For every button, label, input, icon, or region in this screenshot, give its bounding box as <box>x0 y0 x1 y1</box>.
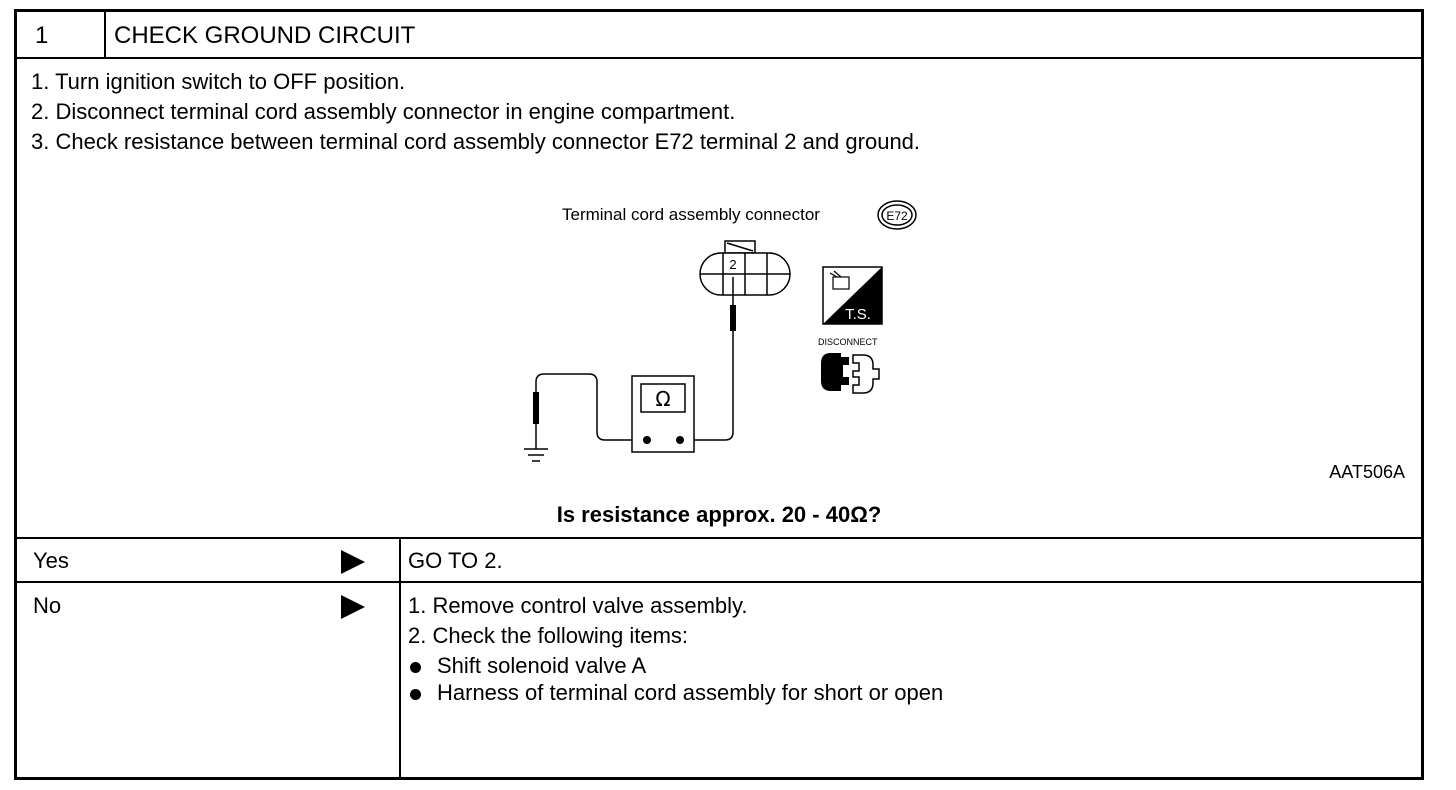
probe-ground <box>533 373 647 449</box>
answer-column-divider <box>399 537 401 780</box>
connector-id-badge-outer <box>877 200 917 230</box>
connector-label: Terminal cord assembly connector <box>562 205 820 224</box>
bullet-icon <box>410 689 421 700</box>
disconnect-label: DISCONNECT <box>818 337 878 347</box>
answer-yes-text: GO TO 2. <box>408 548 503 573</box>
probe-connector <box>687 277 736 441</box>
answer-no-line-1: 1. Remove control valve assembly. <box>408 593 748 618</box>
disconnect-icon <box>821 353 880 394</box>
header-divider <box>104 12 106 57</box>
connector-id-badge-inner <box>881 204 913 226</box>
ground-icon <box>524 448 548 462</box>
answer-no-label: No <box>33 593 62 618</box>
question: Is resistance approx. 20 - 40Ω? <box>556 502 882 527</box>
step-number: 1 <box>35 22 49 49</box>
instruction-3: 3. Check resistance between terminal cor… <box>31 129 921 154</box>
yes-no-separator <box>17 581 1421 583</box>
answer-yes-label: Yes <box>33 548 69 573</box>
terminal-number: 2 <box>729 257 736 272</box>
bullet-icon <box>410 662 421 673</box>
step-title: CHECK GROUND CIRCUIT <box>114 22 416 49</box>
instruction-2: 2. Disconnect terminal cord assembly con… <box>31 99 736 124</box>
instruction-1: 1. Turn ignition switch to OFF position. <box>31 69 406 94</box>
answer-no-bullet-2: Harness of terminal cord assembly for sh… <box>437 680 944 705</box>
figure-id: AAT506A <box>1329 462 1405 482</box>
ts-icon <box>822 266 883 325</box>
header-separator <box>17 57 1421 59</box>
wiring-diagram: Terminal cord assembly connector E72 2 <box>524 200 917 462</box>
answer-no-line-2: 2. Check the following items: <box>408 623 689 648</box>
answer-no-bullet-1: Shift solenoid valve A <box>437 653 647 678</box>
ts-label: T.S. <box>845 306 871 323</box>
connector-id: E72 <box>886 209 908 223</box>
diagnostic-step-table: 1 CHECK GROUND CIRCUIT 1. Turn ignition … <box>14 9 1424 780</box>
no-arrow-icon <box>341 595 365 619</box>
answers-separator <box>17 537 1421 539</box>
yes-arrow-icon <box>341 550 365 574</box>
ohmmeter-icon <box>631 375 695 453</box>
ohm-symbol: Ω <box>655 387 670 411</box>
connector-icon <box>699 240 791 296</box>
